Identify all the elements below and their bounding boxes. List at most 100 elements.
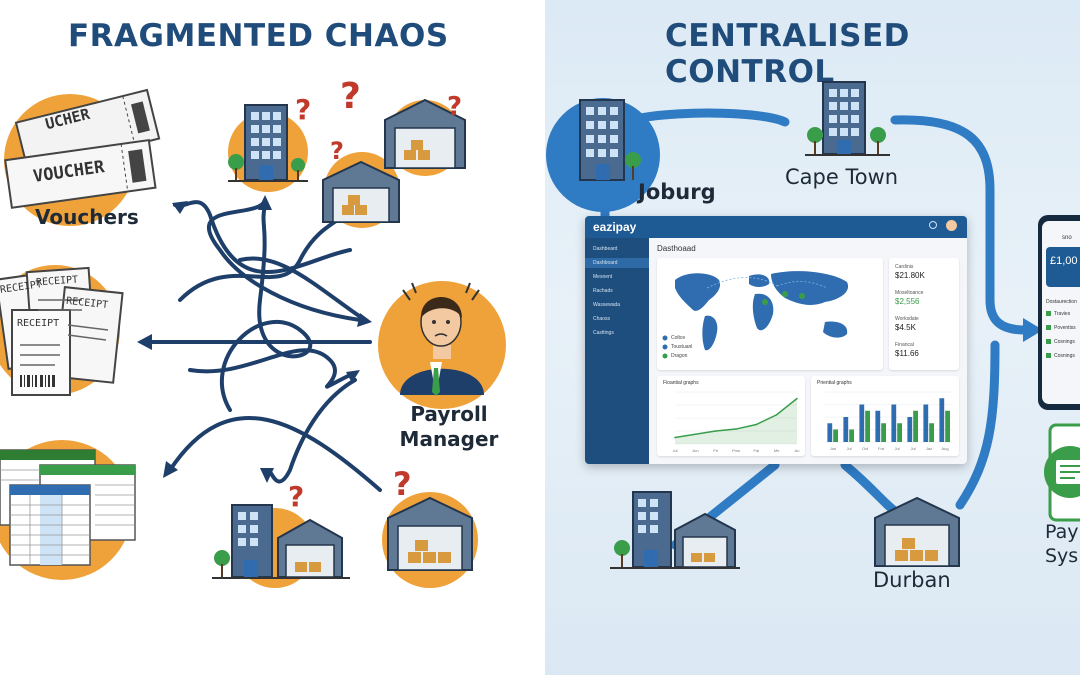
bar-chart-bar bbox=[827, 423, 833, 442]
vouchers-label: Vouchers bbox=[35, 205, 139, 229]
bar-chart-bar bbox=[907, 417, 913, 442]
stat-value-cardinis: $21.80K bbox=[895, 271, 925, 280]
chaos-arrows bbox=[143, 198, 382, 492]
bar-chart-bar bbox=[913, 410, 918, 442]
map-legend-toustuanl: Toustuanl bbox=[671, 344, 693, 350]
warehouse-icon-3 bbox=[387, 496, 473, 571]
warehouse-icon-2 bbox=[384, 98, 466, 169]
stat-label-worksdate: Worksdate bbox=[895, 316, 919, 322]
durban-warehouse bbox=[874, 496, 960, 567]
bar-chart-x-tick: Jaz bbox=[926, 446, 932, 451]
line-chart-title: Fioantial graphs bbox=[663, 380, 699, 386]
dashboard-topbar: eazipay bbox=[585, 216, 967, 238]
office-building bbox=[228, 104, 308, 182]
payroll-manager-icon bbox=[400, 282, 484, 396]
line-chart-x-tick: Jun bbox=[692, 448, 698, 453]
line-chart-x-tick: Fri bbox=[713, 448, 718, 453]
question-mark-icon: ? bbox=[447, 92, 463, 122]
phone-list-item[interactable]: Cosnings bbox=[1054, 353, 1075, 359]
bar-chart-bar bbox=[849, 429, 854, 442]
notification-icon[interactable] bbox=[929, 221, 937, 229]
list-item-icon bbox=[1046, 325, 1051, 330]
line-chart-x-tick: Me bbox=[774, 448, 780, 453]
joburg-building bbox=[579, 99, 641, 181]
eazipay-dashboard: eazipay Dashbeard Dashboard Mesnent Rach… bbox=[585, 216, 967, 464]
sidebar-item-dashbeard[interactable]: Dashbeard bbox=[593, 246, 618, 252]
line-chart-point bbox=[755, 423, 758, 426]
bar-chart-bar bbox=[891, 404, 897, 442]
phone-balance: £1,00 bbox=[1050, 255, 1078, 267]
arrowheads bbox=[137, 195, 372, 483]
question-mark-icon: ? bbox=[393, 465, 412, 503]
sidebar-item-rachads[interactable]: Rachads bbox=[593, 288, 613, 294]
pay-system-icon bbox=[1044, 423, 1080, 522]
bar-chart-x-tick: Fra bbox=[878, 446, 885, 451]
sidebar-item-mesnent[interactable]: Mesnent bbox=[593, 274, 613, 280]
line-chart-x-tick: Jul bbox=[672, 448, 677, 453]
list-item-icon bbox=[1046, 353, 1051, 358]
avatar[interactable] bbox=[946, 220, 957, 231]
dashboard-title: Dasthoaad bbox=[657, 244, 696, 253]
bar-chart-bar bbox=[897, 423, 902, 442]
bar-chart-bar bbox=[875, 410, 881, 442]
warehouse-icon-1 bbox=[322, 160, 400, 223]
voucher-tickets bbox=[4, 88, 161, 209]
line-chart-x-tick: Fal bbox=[754, 448, 760, 453]
map-legend-coltce: Coltce bbox=[671, 335, 686, 341]
stat-value-worksdate: $4.5K bbox=[895, 323, 916, 332]
bar-chart-x-tick: Oct bbox=[862, 446, 869, 451]
bar-chart-bar bbox=[923, 404, 929, 442]
stat-value-financal: $11.66 bbox=[895, 349, 919, 358]
bar-chart-bar bbox=[929, 423, 934, 442]
office-warehouse-bottom bbox=[610, 491, 740, 569]
sidebar-item-dashboard[interactable]: Dashboard bbox=[585, 258, 649, 268]
phone-section-title: Dostaurection bbox=[1046, 299, 1077, 305]
centralised-control-panel: CENTRALISED CONTROL bbox=[545, 0, 1080, 675]
list-item-icon bbox=[1046, 339, 1051, 344]
pay-system-label: Pay Sys bbox=[1045, 520, 1079, 568]
office-warehouse-icon bbox=[212, 504, 350, 579]
stat-label-cardinis: Cardinis bbox=[895, 264, 914, 270]
world-map-panel: Coltce Toustuanl Dragon bbox=[657, 258, 883, 370]
sidebar-item-chaoss[interactable]: Chaoss bbox=[593, 316, 610, 322]
dashboard-sidebar: Dashbeard Dashboard Mesnent Rachads Wass… bbox=[585, 238, 649, 464]
phone-header: sno bbox=[1062, 235, 1072, 241]
question-mark-icon: ? bbox=[340, 76, 361, 117]
line-chart-point bbox=[694, 433, 697, 436]
stats-panel: Cardinis $21.80K Moseltoance $2,556 Work… bbox=[889, 258, 959, 370]
joburg-label: Joburg bbox=[638, 180, 716, 204]
pay-system-line1: Pay bbox=[1045, 521, 1079, 543]
durban-label: Durban bbox=[873, 568, 951, 592]
phone-balance-card[interactable]: £1,00 bbox=[1046, 247, 1080, 287]
bar-chart-x-tick: Jun bbox=[830, 446, 836, 451]
fragmented-chaos-panel: FRAGMENTED CHAOS bbox=[0, 18, 506, 588]
phone-list-item[interactable]: Travies bbox=[1054, 311, 1071, 317]
payroll-label-line1: Payroll bbox=[410, 402, 488, 426]
bar-chart-x-tick: Jul bbox=[910, 446, 915, 451]
map-legend-dragon: Dragon bbox=[671, 353, 688, 359]
pay-system-line2: Sys bbox=[1045, 545, 1079, 567]
phone-list-item[interactable]: Cosnings bbox=[1054, 339, 1075, 345]
bar-chart-x-tick: Jul bbox=[846, 446, 851, 451]
receipt-papers bbox=[0, 266, 124, 396]
sidebar-item-casttings[interactable]: Casttings bbox=[593, 330, 614, 336]
bar-chart-bar bbox=[843, 417, 849, 442]
cape-town-building bbox=[805, 81, 890, 156]
bar-chart-bar bbox=[945, 410, 950, 442]
bar-chart-bar bbox=[881, 423, 886, 442]
arrowhead-to-phone bbox=[1023, 318, 1043, 342]
world-map bbox=[662, 271, 849, 359]
line-chart-x-tick: Pms bbox=[732, 448, 740, 453]
phone-list-item[interactable]: Poventiss bbox=[1054, 325, 1076, 331]
bar-chart-bar bbox=[939, 398, 945, 442]
sidebar-item-wassewada[interactable]: Wassewada bbox=[593, 302, 621, 308]
mobile-phone: sno £1,00 Dostaurection Travies Poventis… bbox=[1038, 215, 1080, 410]
line-chart-point bbox=[714, 430, 717, 432]
line-chart-area bbox=[675, 398, 797, 444]
line-chart-point bbox=[674, 436, 676, 439]
question-mark-icon: ? bbox=[330, 137, 344, 165]
